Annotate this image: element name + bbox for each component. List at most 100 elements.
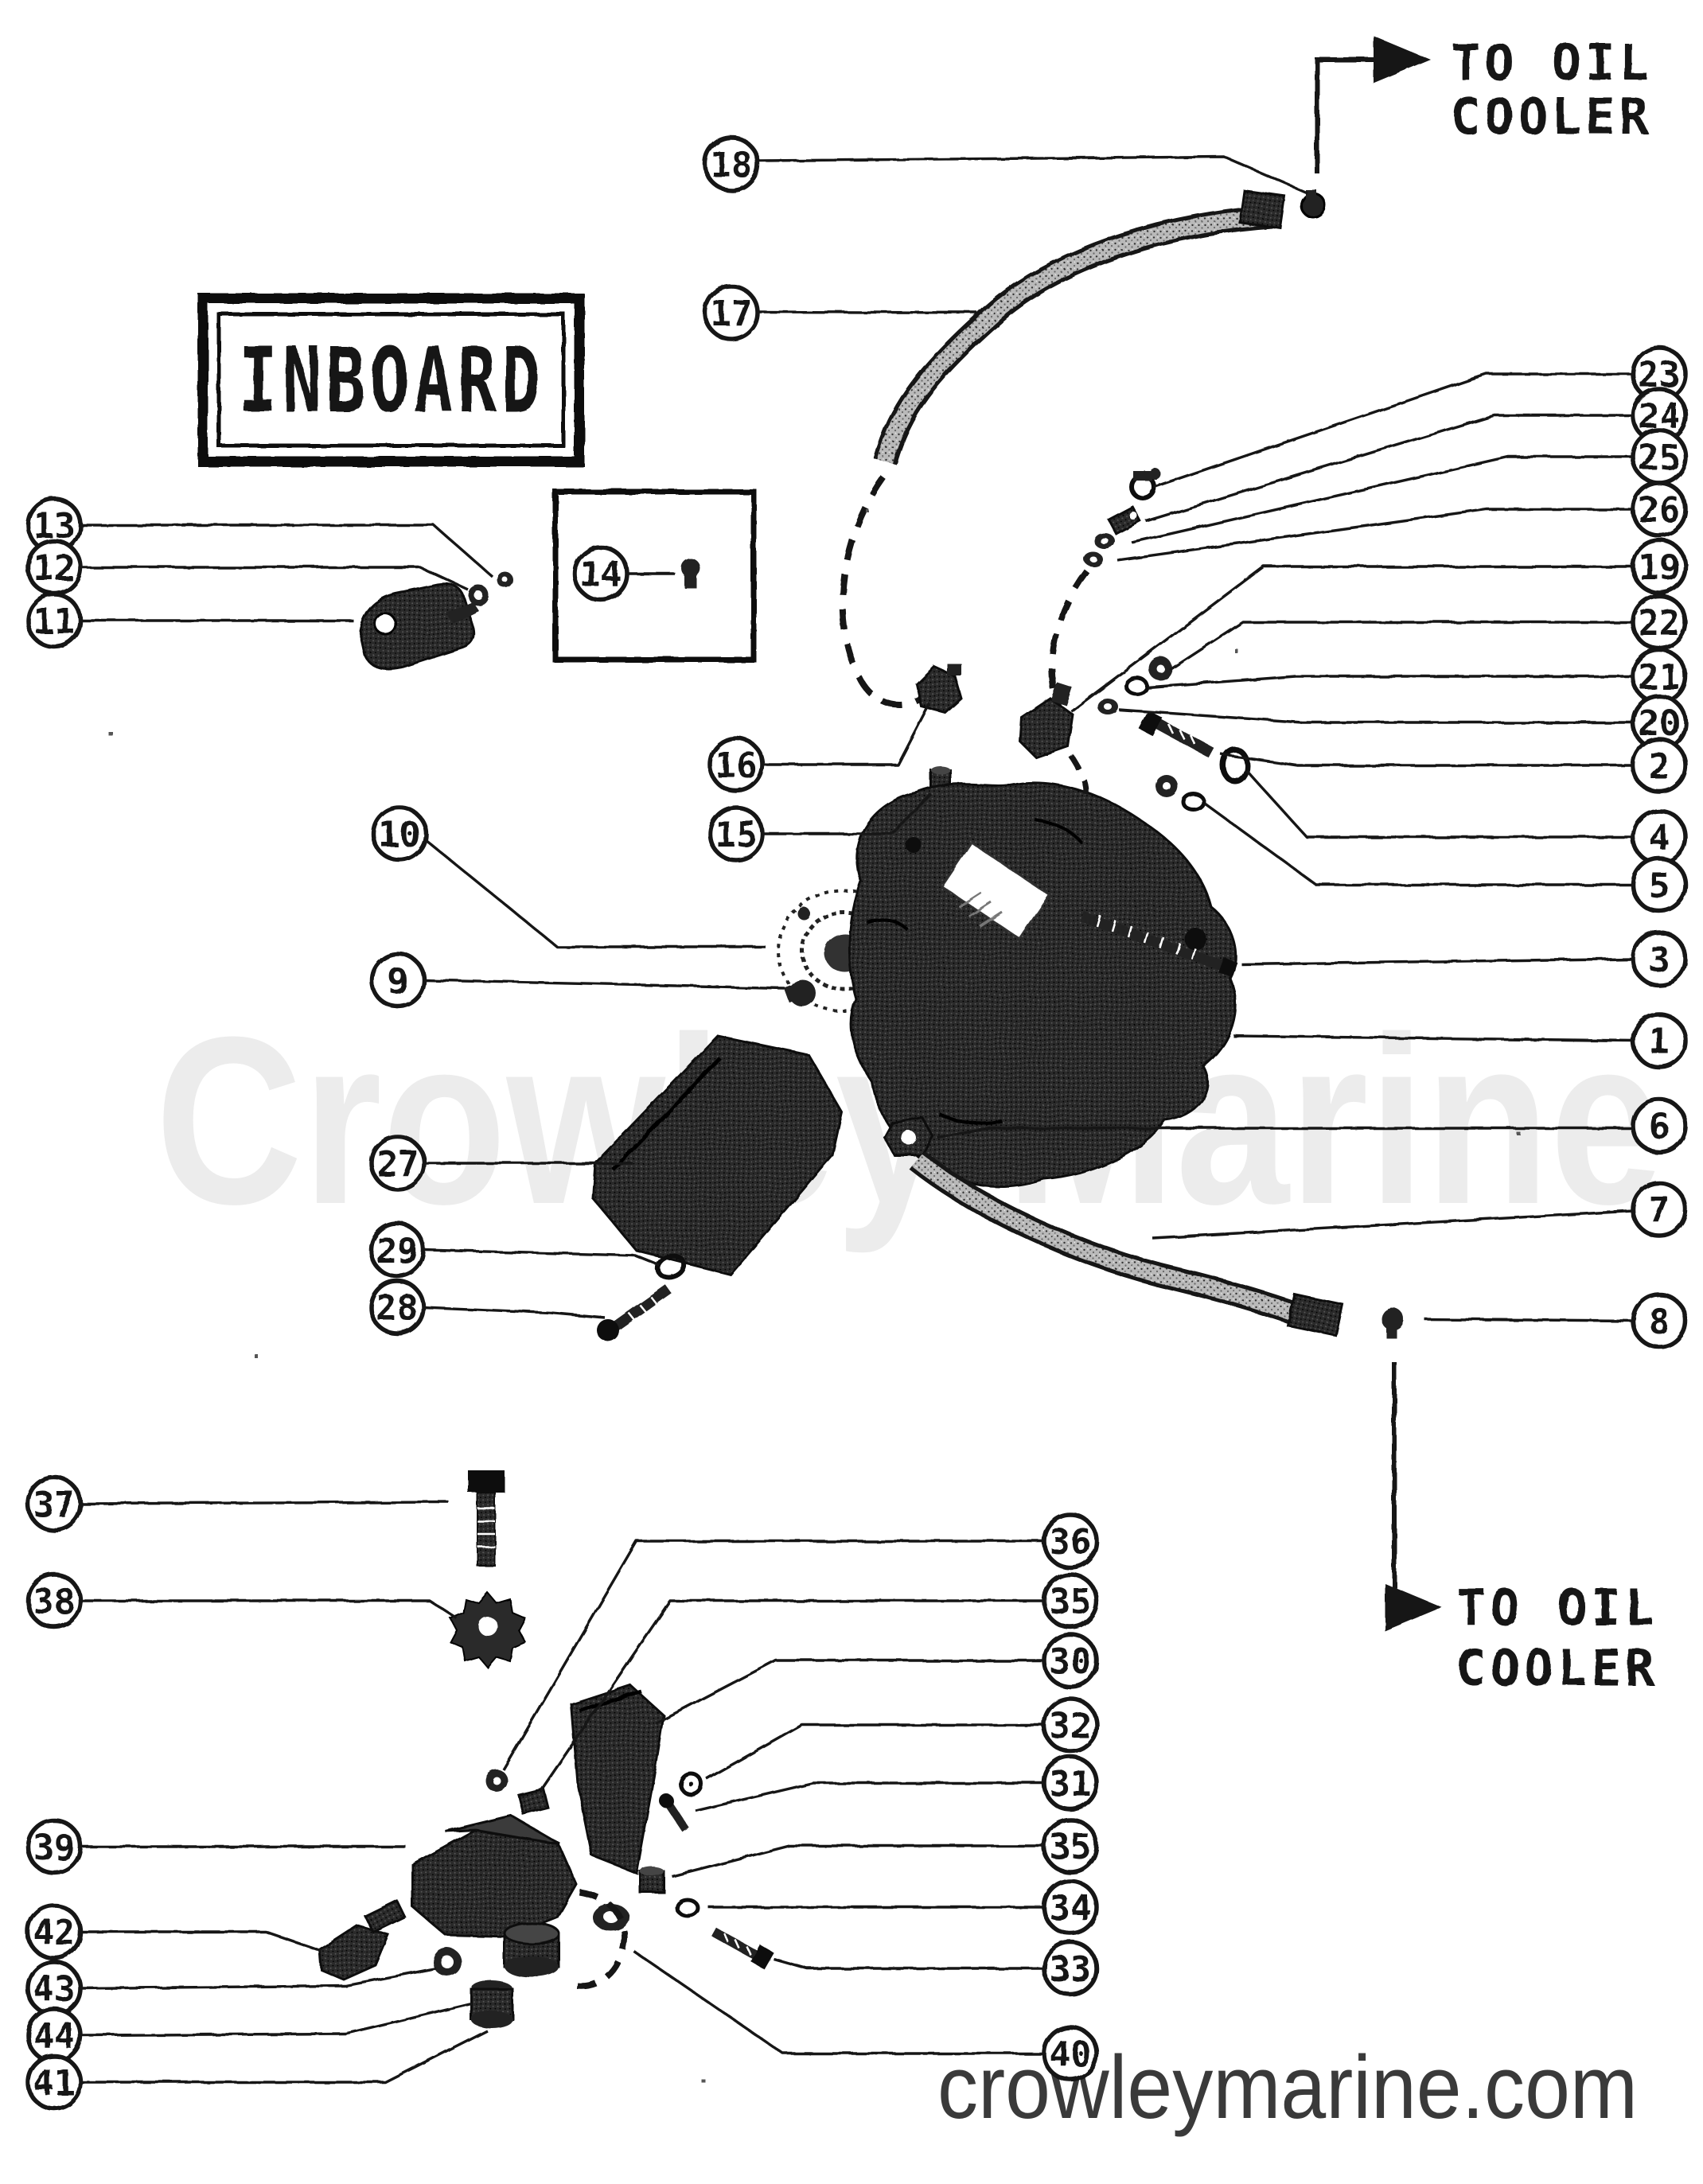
oil-line-fitting-8 [1381, 1308, 1404, 1338]
leader-line-21 [1147, 675, 1633, 689]
svg-text:11: 11 [33, 601, 76, 642]
leader-line-25 [1131, 455, 1633, 544]
svg-text:29: 29 [376, 1231, 419, 1271]
svg-text:9: 9 [388, 961, 409, 1002]
dashed-routing-line-mount [568, 1889, 628, 1990]
mount-bushing-44-41 [470, 1980, 514, 2028]
svg-text:18: 18 [711, 145, 753, 185]
svg-text:43: 43 [33, 1969, 76, 2010]
callout-25: 25 [1631, 428, 1688, 485]
callout-9: 9 [369, 952, 427, 1009]
oil-note-top-line1: TO OIL [1451, 33, 1653, 91]
engine-mount-39 [411, 1814, 578, 1977]
svg-text:38: 38 [33, 1582, 76, 1622]
callout-6: 6 [1631, 1097, 1688, 1154]
callout-19: 19 [1631, 538, 1688, 595]
nut-36 [485, 1769, 508, 1792]
diagram-artwork: INBOARD TO OIL COOLER TO OIL COOLER [25, 33, 1688, 2111]
washer-40 [593, 1904, 629, 1931]
svg-text:25: 25 [1639, 438, 1681, 478]
leader-line-18 [757, 155, 1307, 194]
callout-8: 8 [1631, 1292, 1688, 1349]
callout-23: 23 [1631, 345, 1688, 403]
leader-line-30 [655, 1659, 1044, 1725]
leader-line-35 [671, 1844, 1044, 1878]
inboard-label: INBOARD [239, 329, 545, 433]
leader-line-13 [80, 524, 493, 578]
support-bracket-30 [570, 1684, 665, 1875]
callout-34: 34 [1042, 1878, 1099, 1936]
leader-line-17 [757, 310, 978, 314]
callout-32: 32 [1042, 1696, 1099, 1754]
nut-22 [1148, 656, 1172, 680]
sender-fitting-9 [784, 979, 816, 1006]
callout-15: 15 [707, 805, 765, 862]
svg-text:19: 19 [1639, 547, 1681, 588]
callout-44: 44 [25, 2007, 83, 2064]
inboard-box-inner [216, 312, 566, 448]
washer-21 [1124, 675, 1149, 696]
svg-text:44: 44 [33, 2016, 76, 2057]
svg-text:35: 35 [1050, 1827, 1092, 1867]
leader-line-35 [540, 1599, 1044, 1791]
hose-end-fitting-7 [1286, 1292, 1344, 1337]
oil-line-fitting-18 [1300, 189, 1327, 219]
svg-text:8: 8 [1649, 1302, 1670, 1342]
callout-43: 43 [25, 1960, 83, 2017]
oil-note-bottom-line2: COOLER [1456, 1639, 1658, 1697]
svg-text:34: 34 [1050, 1888, 1092, 1929]
svg-text:31: 31 [1050, 1764, 1092, 1804]
oil-cooler-arrow-bottom [1385, 1362, 1442, 1631]
nut-43 [433, 1948, 462, 1976]
washer-12 [468, 585, 489, 605]
leader-line-24 [1145, 414, 1633, 523]
svg-text:6: 6 [1649, 1107, 1670, 1147]
callout-layer: 1817131211141615109272928232425261922212… [25, 135, 1688, 2111]
leader-line-8 [1424, 1318, 1634, 1322]
callout-18: 18 [703, 135, 760, 193]
inboard-box-outer [197, 293, 585, 467]
svg-text:2: 2 [1649, 746, 1670, 787]
callout-33: 33 [1042, 1940, 1099, 1997]
leader-line-9 [423, 979, 785, 990]
elbow-fitting-19 [1019, 682, 1074, 759]
washer-26 [1084, 552, 1103, 566]
transmission-body-1 [848, 781, 1237, 1188]
callout-7: 7 [1631, 1181, 1688, 1238]
callout-35: 35 [1042, 1572, 1099, 1629]
hose-end-fitting-17 [1237, 189, 1287, 230]
washer-20 [1097, 699, 1118, 714]
leader-line-38 [80, 1599, 458, 1620]
drain-fitting-6 [883, 1115, 934, 1157]
svg-text:22: 22 [1639, 603, 1681, 644]
callout-40: 40 [1042, 2025, 1099, 2082]
callout-41: 41 [25, 2054, 83, 2111]
bolt-37 [468, 1470, 505, 1567]
oil-hose-upper-drawing [839, 189, 1327, 709]
svg-text:41: 41 [33, 2063, 76, 2104]
leader-line-32 [706, 1723, 1044, 1781]
svg-text:33: 33 [1050, 1949, 1092, 1990]
svg-text:16: 16 [715, 746, 758, 786]
callout-21: 21 [1631, 648, 1688, 705]
bolt-33 [711, 1927, 774, 1970]
spacer-35b [638, 1867, 665, 1894]
leader-line-36 [501, 1540, 1044, 1770]
locknut-5 [1155, 775, 1206, 812]
dashed-routing-line-upper [839, 475, 930, 709]
bolt-2 [1139, 710, 1214, 758]
svg-text:15: 15 [715, 815, 758, 855]
hose-fitting-24 [1107, 505, 1142, 535]
leader-line-26 [1116, 508, 1633, 562]
oil-cooler-note-bottom: TO OIL COOLER [1385, 1362, 1658, 1697]
shift-bracket-11 [358, 582, 479, 670]
dashed-tail-19 [1069, 754, 1089, 795]
leader-line-23 [1153, 372, 1633, 489]
callout-14: 14 [572, 545, 629, 602]
callout-39: 39 [25, 1818, 83, 1875]
callout-22: 22 [1631, 594, 1688, 651]
oil-note-bottom-line1: TO OIL [1456, 1579, 1658, 1637]
svg-text:27: 27 [377, 1144, 419, 1185]
